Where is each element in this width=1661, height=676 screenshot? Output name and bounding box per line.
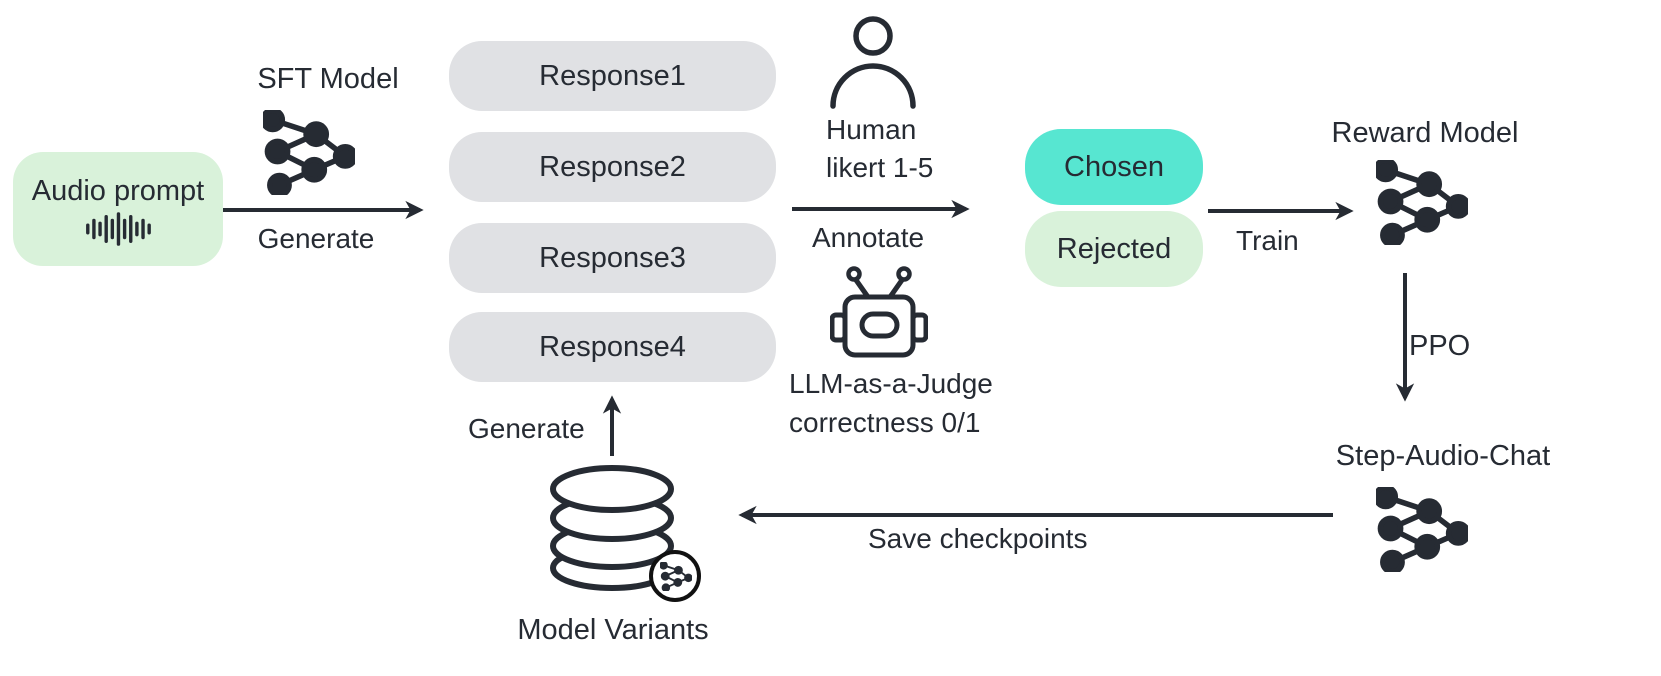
human-label-line1: Human	[826, 114, 917, 145]
response-pill: Response4	[449, 312, 776, 382]
human-label-line2: likert 1-5	[826, 152, 934, 183]
judge-label-line2: correctness 0/1	[789, 407, 981, 438]
human-icon	[830, 16, 916, 109]
save-checkpoints-label: Save checkpoints	[868, 523, 1088, 554]
database-icon	[550, 465, 674, 591]
sft-model-title: SFT Model	[257, 63, 399, 95]
response-pill: Response1	[449, 41, 776, 111]
human-annotation-label: Human likert 1-5	[826, 111, 933, 187]
rejected-box: Rejected	[1025, 211, 1203, 287]
robot-icon	[830, 266, 928, 358]
waveform-icon	[86, 212, 151, 246]
model-variant-badge-icon	[649, 550, 701, 602]
generate-up-arrow-label: Generate	[468, 413, 585, 444]
response-pill: Response2	[449, 132, 776, 202]
step-audio-chat-network-icon	[1376, 487, 1468, 572]
annotate-arrow-label: Annotate	[812, 222, 925, 253]
chosen-box: Chosen	[1025, 129, 1203, 205]
reward-model-title: Reward Model	[1331, 117, 1519, 149]
llm-judge-label: LLM-as-a-Judge correctness 0/1	[789, 364, 993, 442]
generate-arrow-label: Generate	[257, 223, 375, 254]
model-variants-title: Model Variants	[517, 614, 709, 646]
sft-neural-network-icon	[263, 110, 355, 195]
train-arrow-label: Train	[1236, 225, 1299, 256]
judge-label-line1: LLM-as-a-Judge	[789, 368, 993, 399]
response-pill: Response3	[449, 223, 776, 293]
reward-neural-network-icon	[1376, 160, 1468, 245]
step-audio-chat-title: Step-Audio-Chat	[1335, 440, 1551, 472]
ppo-arrow-label: PPO	[1409, 330, 1471, 362]
audio-prompt-label: Audio prompt	[31, 174, 205, 207]
audio-prompt-box: Audio prompt	[13, 152, 223, 266]
